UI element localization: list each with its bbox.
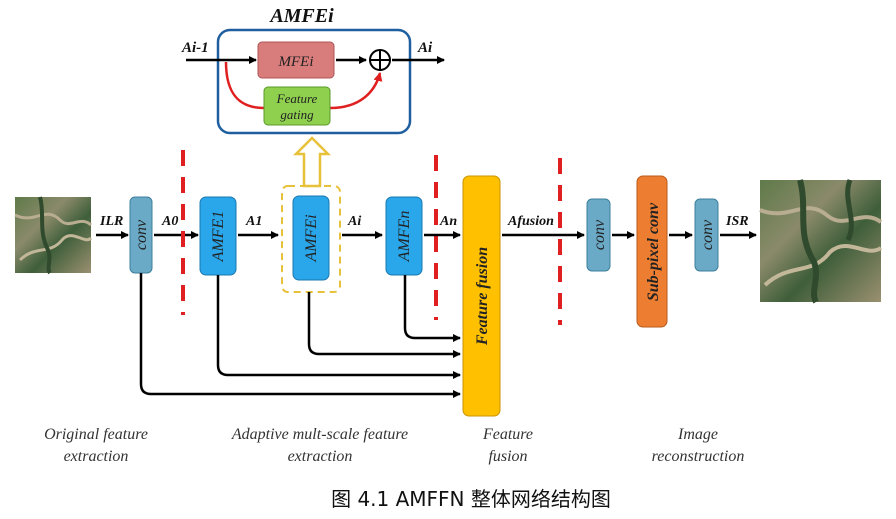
output-satellite-image (759, 179, 883, 304)
gating-label-line2: gating (280, 107, 314, 122)
gating-path-in (224, 61, 265, 110)
stage-label-2-line2: extraction (288, 448, 353, 465)
conv-label-3: conv (699, 219, 716, 250)
amfe-label-n: AMFEn (396, 211, 413, 263)
inset-title: AMFEi (268, 5, 334, 27)
figure-caption: 图 4.1 AMFFN 整体网络结构图 (331, 487, 611, 511)
inset-output-label: Ai (417, 40, 433, 56)
subpixel-conv-label: Sub-pixel conv (645, 202, 662, 301)
ai-label: Ai (347, 214, 361, 229)
gating-label-line1: Feature (276, 91, 318, 106)
skip-conn-conv (139, 273, 461, 398)
input-satellite-image (14, 196, 93, 275)
conv-block-3 (694, 198, 719, 272)
conv-label-1: conv (133, 219, 150, 250)
stage-label-3-line1: Feature (482, 426, 533, 443)
skip-conn-amfen (403, 275, 461, 342)
a1-label: A1 (245, 214, 262, 229)
stage-label-2-line1: Adaptive mult-scale feature (231, 426, 408, 443)
amfe-block-i (292, 195, 330, 281)
an-label: An (439, 214, 457, 229)
gating-path-out (329, 72, 383, 110)
stage-label-3-line2: fusion (488, 448, 527, 465)
stage-label-4-line2: reconstruction (652, 448, 745, 465)
a0-label: A0 (161, 214, 178, 229)
stage-label-1-line1: Original feature (44, 426, 148, 443)
feature-fusion-label: Feature fusion (474, 247, 491, 346)
feature-fusion-block (462, 175, 501, 417)
circled-plus-icon (369, 49, 391, 71)
subpixel-conv-block (636, 175, 668, 328)
amfe-label-i: AMFEi (303, 214, 320, 262)
stage-label-4-line1: Image (677, 426, 718, 443)
conv-block-2 (586, 198, 611, 272)
stage-label-1-line2: extraction (64, 448, 129, 465)
skip-conn-amfe1 (216, 275, 461, 379)
zoom-up-arrow (292, 136, 332, 188)
conv-label-2: conv (591, 219, 608, 250)
feature-gating-block (263, 86, 331, 126)
amfei-dashed-frame (281, 185, 341, 293)
ilr-label: ILR (99, 214, 123, 229)
mfe-label: MFEi (278, 54, 314, 70)
mfe-block (257, 41, 335, 79)
skip-conn-amfei (307, 292, 461, 358)
inset-input-label: Ai-1 (181, 40, 209, 56)
afusion-label: Afusion (507, 214, 554, 229)
isr-label: ISR (725, 214, 749, 229)
amfe-label-1: AMFE1 (210, 211, 227, 263)
